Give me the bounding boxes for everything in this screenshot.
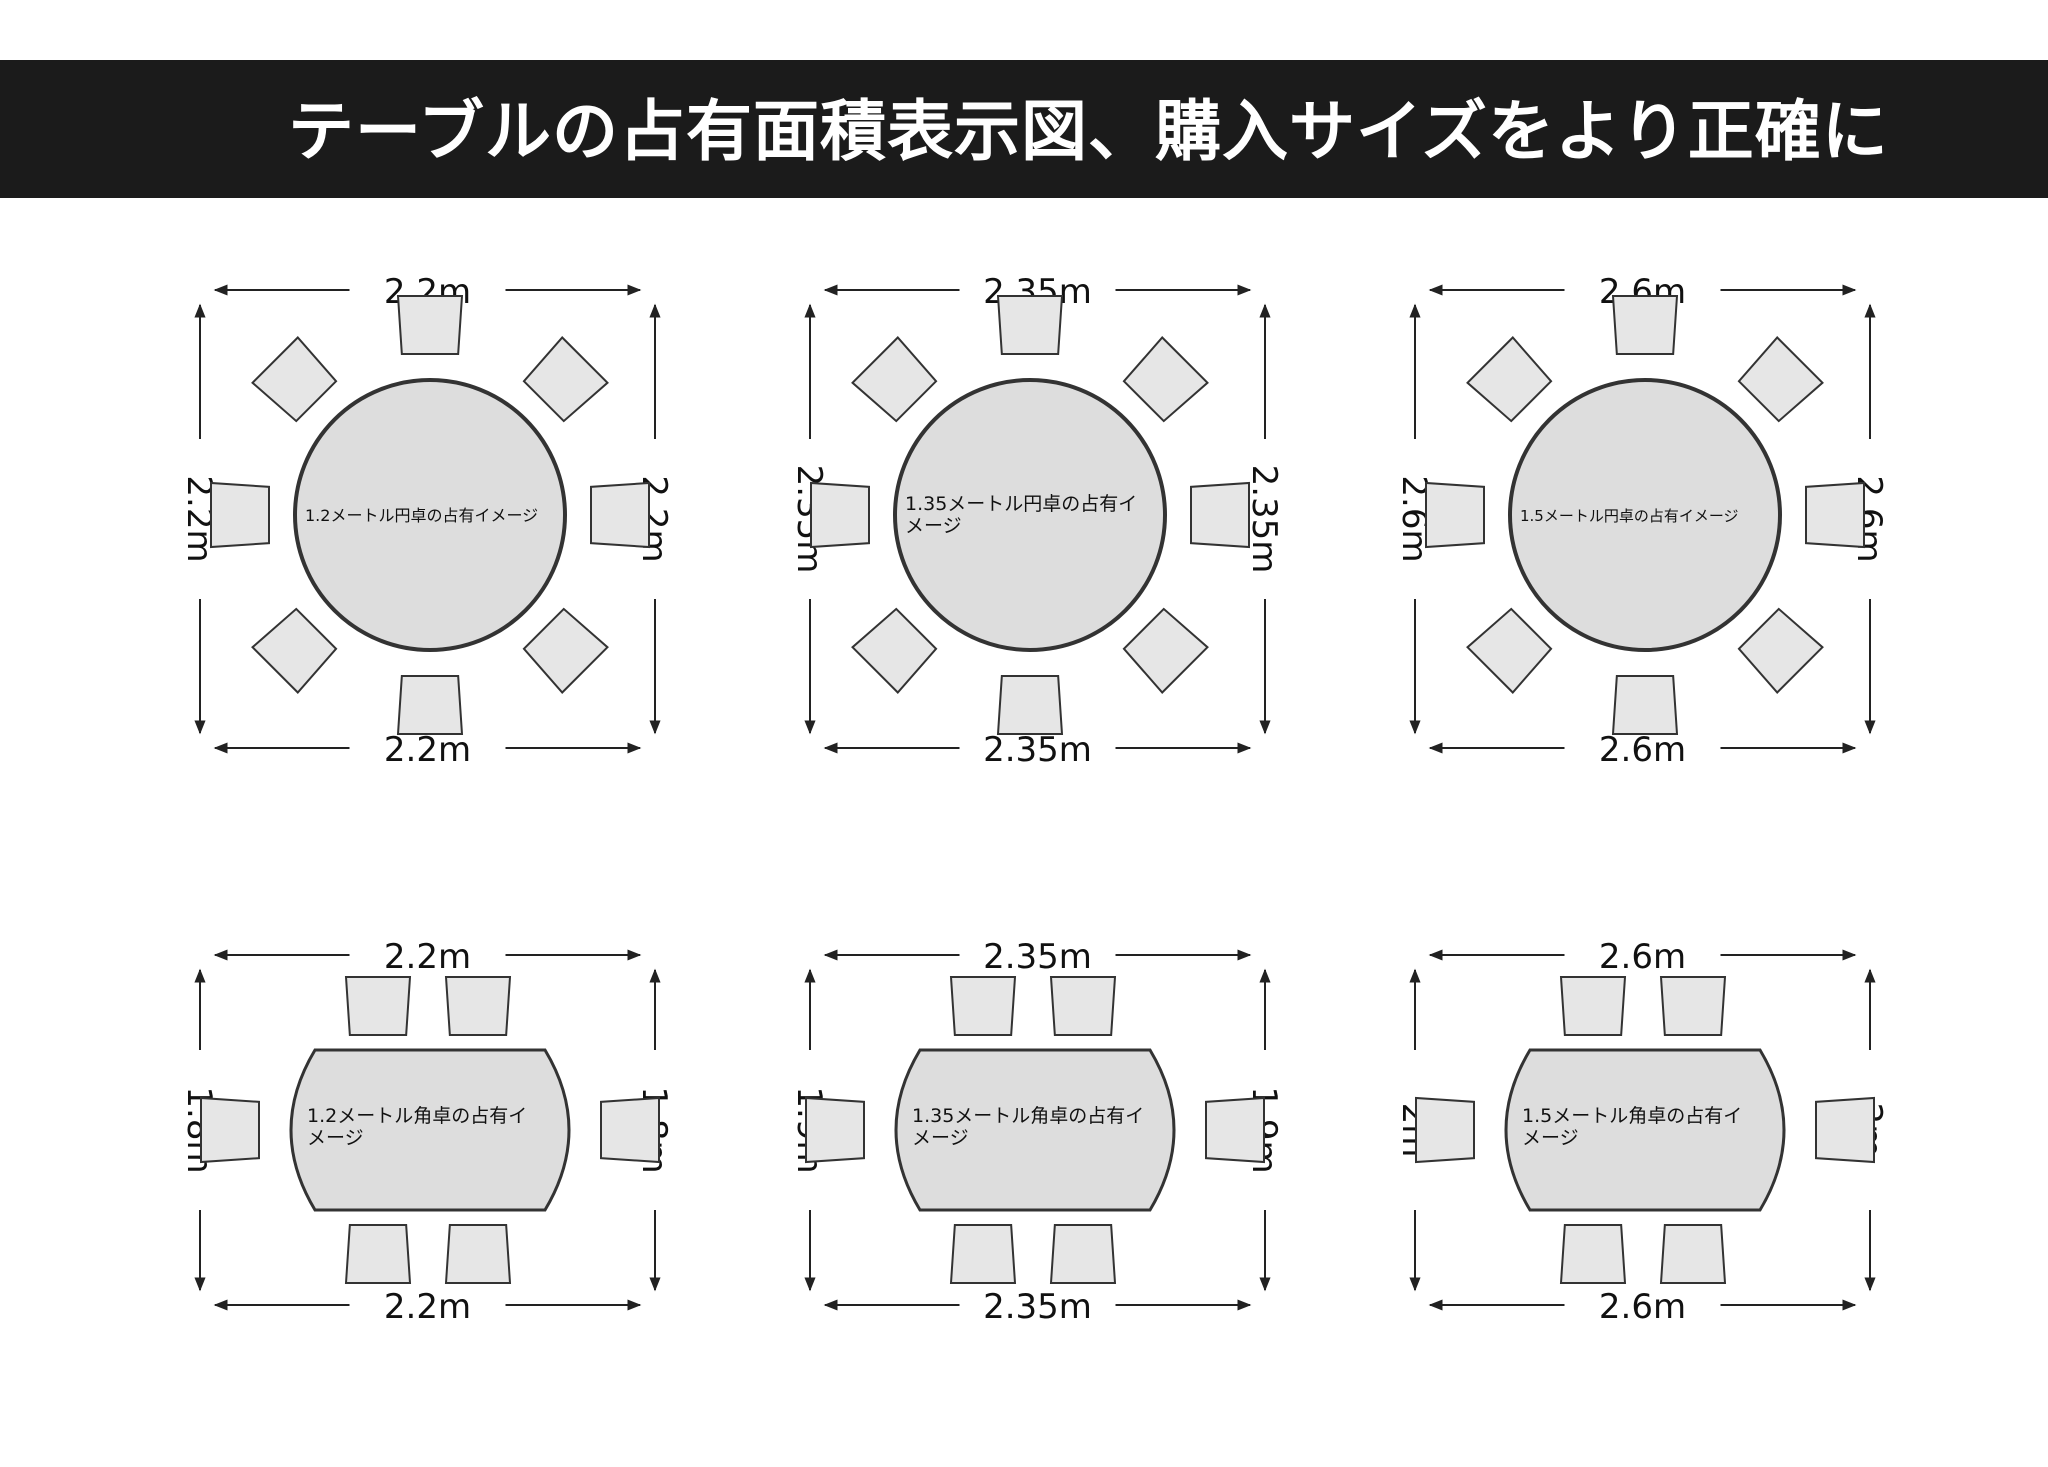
table-label-line-1: 1.35メートル円卓の占有イ — [905, 493, 1137, 515]
table-label-line-2: メージ — [1522, 1127, 1579, 1149]
chair-2 — [1122, 336, 1209, 423]
chair-1 — [344, 976, 412, 1036]
chair-8 — [851, 336, 938, 423]
chair-8 — [251, 336, 338, 423]
chair-2 — [522, 336, 609, 423]
rect-table — [894, 1048, 1176, 1212]
chair-4 — [444, 1224, 512, 1284]
table-label-line-2: メージ — [905, 515, 962, 537]
width-bottom-label: 2.6m — [1599, 1287, 1686, 1327]
width-bottom-label: 2.6m — [1599, 730, 1686, 770]
page-title: テーブルの占有面積表示図、購入サイズをより正確に — [288, 93, 1889, 170]
header-banner — [0, 60, 2048, 198]
chair-1 — [996, 295, 1064, 355]
round-table — [1508, 378, 1782, 652]
chair-5 — [1611, 675, 1679, 735]
chair-1 — [949, 976, 1017, 1036]
table-label-line-1: 1.2メートル円卓の占有イメージ — [305, 506, 538, 525]
chair-4 — [522, 607, 609, 694]
chair-3 — [590, 481, 650, 549]
chair-5 — [396, 675, 464, 735]
width-bottom-label: 2.35m — [983, 1287, 1092, 1327]
height-right-label: 2.35m — [1244, 465, 1284, 574]
width-top-label: 2.2m — [384, 937, 471, 977]
chair-2 — [1737, 336, 1824, 423]
chair-4 — [1659, 1224, 1727, 1284]
chair-7 — [210, 481, 270, 549]
chair-6 — [1205, 1096, 1265, 1164]
width-bottom-label: 2.35m — [983, 730, 1092, 770]
width-bottom-label: 2.2m — [384, 1287, 471, 1327]
chair-3 — [1805, 481, 1865, 549]
chair-2 — [1659, 976, 1727, 1036]
width-bottom-label: 2.2m — [384, 730, 471, 770]
width-top-label: 2.6m — [1599, 937, 1686, 977]
chair-3 — [1190, 481, 1250, 549]
table-label-line-1: 1.5メートル円卓の占有イメージ — [1520, 507, 1739, 525]
table-label-line-1: 1.2メートル角卓の占有イ — [307, 1105, 527, 1127]
chair-3 — [1559, 1224, 1627, 1284]
chair-4 — [1737, 607, 1824, 694]
chair-1 — [396, 295, 464, 355]
table-label-line-1: 1.35メートル角卓の占有イ — [912, 1105, 1144, 1127]
table-label-line-2: メージ — [307, 1127, 364, 1149]
chair-7 — [810, 481, 870, 549]
chair-4 — [1049, 1224, 1117, 1284]
chair-2 — [444, 976, 512, 1036]
chair-8 — [1466, 336, 1553, 423]
chair-5 — [996, 675, 1064, 735]
chair-5 — [805, 1096, 865, 1164]
chair-6 — [1466, 607, 1553, 694]
chair-3 — [949, 1224, 1017, 1284]
rect-table — [289, 1048, 571, 1212]
chair-3 — [344, 1224, 412, 1284]
chair-6 — [600, 1096, 660, 1164]
chair-6 — [851, 607, 938, 694]
chair-2 — [1049, 976, 1117, 1036]
round-table — [893, 378, 1167, 652]
chair-6 — [251, 607, 338, 694]
rect-table — [1504, 1048, 1786, 1212]
round-table — [293, 378, 567, 652]
width-top-label: 2.35m — [983, 937, 1092, 977]
chair-1 — [1559, 976, 1627, 1036]
table-label-line-2: メージ — [912, 1127, 969, 1149]
chair-6 — [1815, 1096, 1875, 1164]
chair-1 — [1611, 295, 1679, 355]
table-label-line-1: 1.5メートル角卓の占有イ — [1522, 1105, 1742, 1127]
chair-7 — [1425, 481, 1485, 549]
chair-5 — [1415, 1096, 1475, 1164]
chair-4 — [1122, 607, 1209, 694]
chair-5 — [200, 1096, 260, 1164]
